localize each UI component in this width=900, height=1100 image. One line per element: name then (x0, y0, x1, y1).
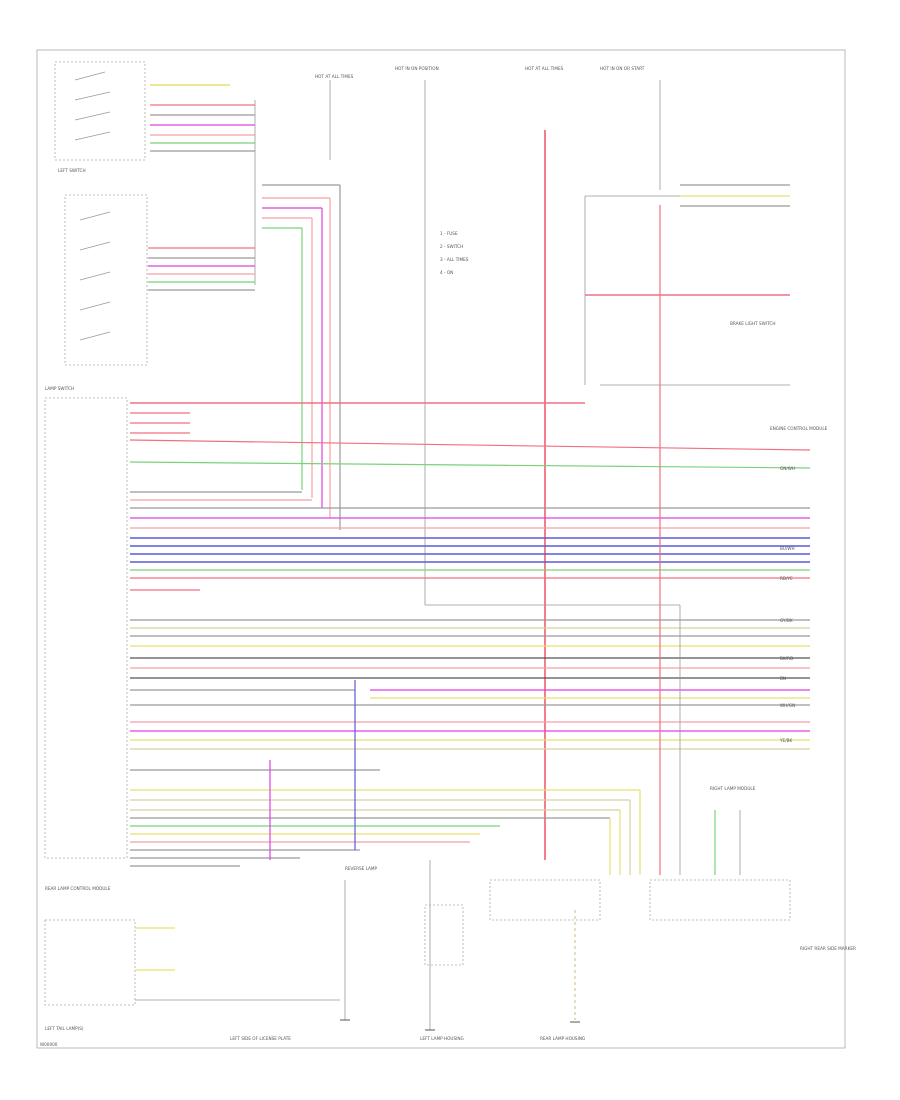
vertical-drops (269, 205, 741, 1030)
left-tail-lamp-label: LEFT TAIL LAMP(S) (45, 1026, 84, 1031)
wire-label-gy-bk: GY/BK (780, 618, 793, 623)
fuse-stack-2: HOT IN ON POSITION (395, 66, 439, 605)
engine-control-label: ENGINE CONTROL MODULE (770, 426, 828, 431)
top-wires (148, 84, 341, 530)
wire-label-bk-rd: BK/RD (780, 656, 793, 661)
wire-label-ye-bk: YE/BK (779, 738, 792, 743)
lamp-switch-label: LAMP SWITCH (45, 386, 74, 391)
left-switch-label: LEFT SWITCH (58, 168, 86, 173)
wire-label-bn: BN (780, 676, 786, 681)
left-side-license-lamp-label: LEFT SIDE OF LICENSE PLATE (230, 1036, 291, 1041)
fuse-label-4: HOT IN ON OR START (600, 66, 645, 71)
fuse-stack-4: HOT IN ON OR START (600, 66, 661, 190)
switch-block-2 (64, 194, 148, 366)
main-harness (129, 402, 811, 867)
left-lamp-housing-label: LEFT LAMP HOUSING (420, 1036, 464, 1041)
diagram-frame (36, 49, 846, 1049)
reverse-lamp-label: REVERSE LAMP (345, 866, 378, 871)
lamp-switch-block: LAMP SWITCH (44, 386, 128, 859)
wire-label-wh-gn: WH/GN (780, 703, 795, 708)
legend-line-3: 3 - ALL TIMES (440, 257, 469, 262)
legend-line-4: 4 - ON (440, 270, 453, 275)
wire-label-bu-wh: BU/WH (780, 546, 795, 551)
legend-line-1: 1 - FUSE (440, 231, 458, 236)
brake-light-switch-label: BRAKE LIGHT SWITCH (730, 321, 775, 326)
right-rear-side-marker-label: RIGHT REAR SIDE MARKER (800, 946, 856, 951)
left-lamp-housing: LEFT SIDE OF LICENSE PLATE REVERSE LAMP (230, 866, 378, 1041)
wire-label-gn-wh: GN/WH (780, 466, 795, 471)
ground-symbols (340, 1019, 580, 1031)
wire-label-rd-ye: RD/YE (780, 576, 793, 581)
right-lamp-module-label: RIGHT LAMP MODULE (710, 786, 756, 791)
rear-lamp-control-module: REAR LAMP CONTROL MODULE LEFT TAIL LAMP(… (44, 886, 340, 1031)
left-switch-block: LEFT SWITCH (54, 61, 146, 173)
rear-lamp-control-module-label: REAR LAMP CONTROL MODULE (45, 886, 111, 891)
legend-block: 1 - FUSE 2 - SWITCH 3 - ALL TIMES 4 - ON (440, 231, 469, 275)
fuse-stack-3: HOT AT ALL TIMES (525, 66, 564, 71)
footer-code: W00000 (40, 1042, 58, 1047)
fuse-stack-1: HOT AT ALL TIMES (315, 74, 354, 160)
fuse-label-2: HOT IN ON POSITION (395, 66, 439, 71)
rear-lamp-housing: REAR LAMP HOUSING (489, 879, 601, 1041)
fuse-label-3: HOT AT ALL TIMES (525, 66, 564, 71)
right-lamp-module: RIGHT LAMP MODULE RIGHT REAR SIDE MARKER (649, 786, 856, 951)
fuse-label-1: HOT AT ALL TIMES (315, 74, 354, 79)
rear-lamp-housing-label: REAR LAMP HOUSING (540, 1036, 585, 1041)
right-upper-module: ENGINE CONTROL MODULE BRAKE LIGHT SWITCH (584, 184, 828, 431)
legend-line-2: 2 - SWITCH (440, 244, 463, 249)
center-lamp-module: LEFT LAMP HOUSING (420, 904, 464, 1041)
